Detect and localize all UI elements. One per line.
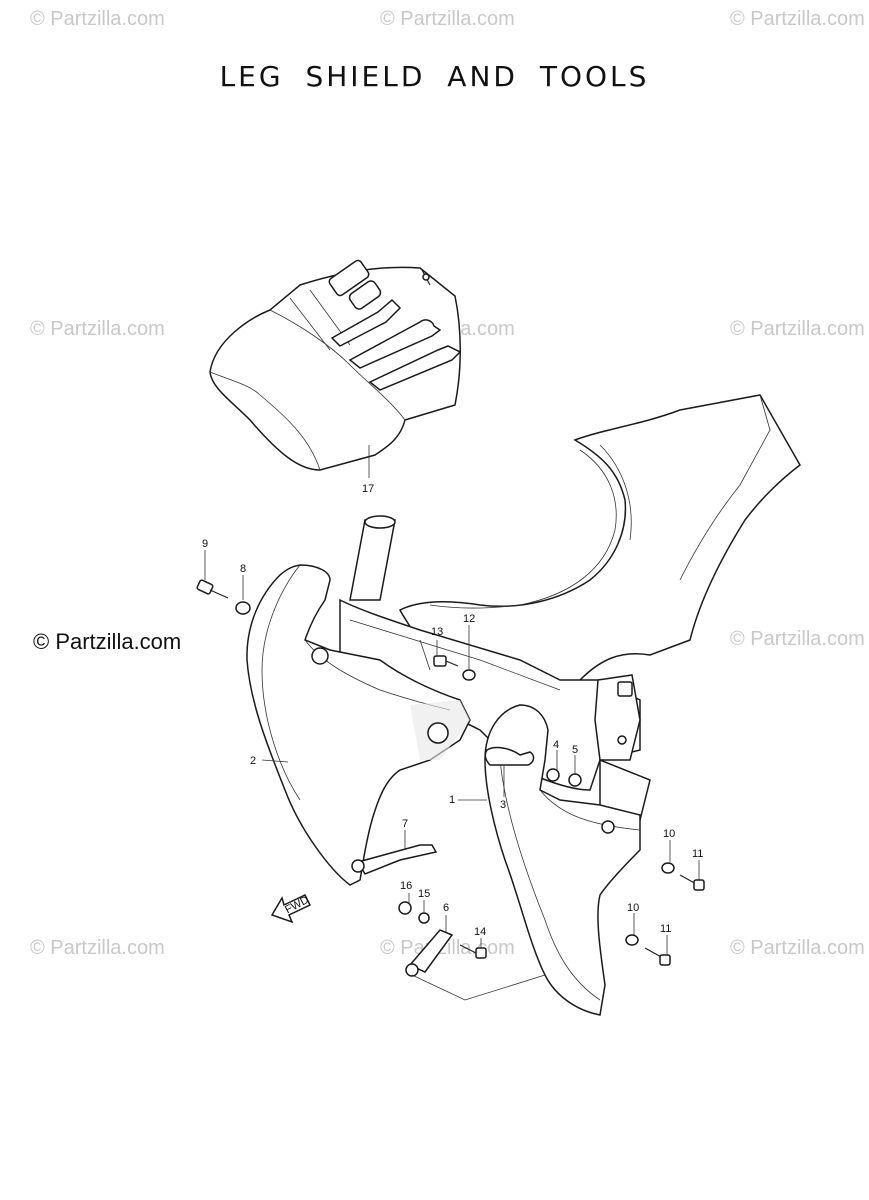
bolt-icon [196,579,214,595]
watermark-strong: © Partzilla.com [33,629,182,654]
watermark: © Partzilla.com [730,628,865,650]
washer-icon [235,601,251,615]
leg-shield-left [246,564,471,886]
nut-icon [398,901,412,915]
callout-13: 13 [431,626,443,638]
watermark: © Partzilla.com [730,318,865,340]
emblem-badge [484,746,535,766]
bolt-icon [693,879,705,891]
fwd-label: FWD [283,894,311,916]
callout-12: 12 [463,613,475,625]
screwdriver-icon [330,298,402,347]
callout-17: 17 [362,483,374,495]
callout-14: 14 [474,926,486,938]
leg-shield-right [484,704,641,1016]
bolt-icon [475,947,487,959]
wrench-icon [368,345,462,391]
callout-9: 9 [202,538,208,550]
watermark: © Partzilla.com [730,937,865,959]
watermark: © Partzilla.com [380,8,515,30]
callout-8: 8 [240,563,246,575]
callout-6: 6 [443,902,449,914]
hardware [196,579,705,977]
callout-1: 1 [449,794,455,806]
bolt-icon [659,954,671,966]
watermark: © Partzilla.com [30,937,165,959]
callout-4: 4 [553,739,559,751]
nut-icon [568,773,582,787]
socket-wrench-icon [328,259,370,297]
nut-icon [546,768,560,782]
callout-11a: 11 [692,848,703,860]
callout-numbers: 17 9 8 2 1 3 4 5 7 13 12 16 15 6 14 10 1… [202,483,703,938]
callout-2: 2 [250,755,256,767]
callout-16: 16 [400,880,412,892]
watermark: © Partzilla.com [730,8,865,30]
tool-kit-bag [209,259,462,471]
callout-11b: 11 [660,923,671,935]
callout-15: 15 [418,888,430,900]
washer-icon [661,862,675,874]
callout-7: 7 [402,818,408,830]
watermark: © Partzilla.com [30,318,165,340]
callout-10a: 10 [663,828,675,840]
forward-arrow-icon: FWD [270,894,312,924]
washer-icon [625,934,639,946]
leader-lines [204,445,700,1001]
watermark: © Partzilla.com [30,8,165,30]
diagram-title: LEG SHIELD AND TOOLS [219,60,650,93]
washer-icon [418,912,430,924]
callout-10b: 10 [627,902,639,914]
frame-body-outline [339,394,801,821]
callout-5: 5 [572,744,578,756]
callout-3: 3 [500,799,506,811]
wrench-icon [348,319,442,369]
stay-bracket [408,929,454,973]
washer-icon [462,669,476,681]
bolt-icon [433,655,447,667]
stay-bracket [356,844,438,875]
